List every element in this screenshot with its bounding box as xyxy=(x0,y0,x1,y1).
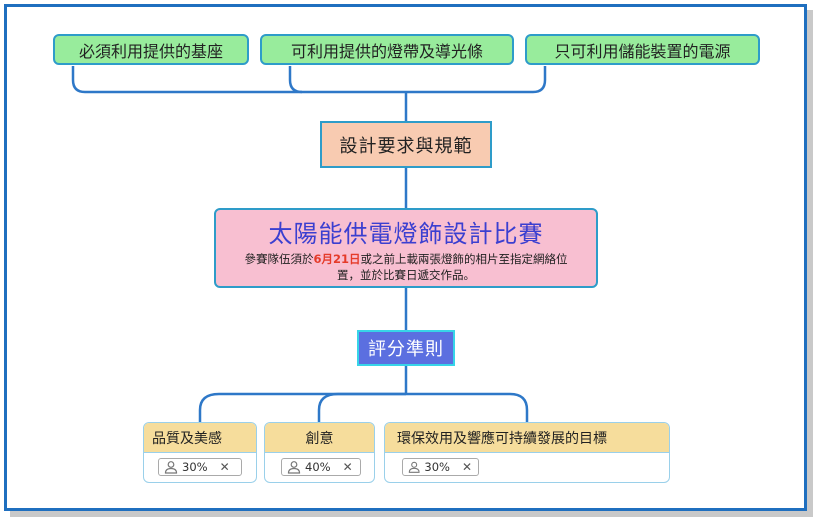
criterion-header: 環保效用及響應可持續發展的目標 xyxy=(385,423,669,453)
scoring-box[interactable]: 評分準則 xyxy=(357,330,455,366)
criterion-card-3[interactable]: 環保效用及響應可持續發展的目標 30% ✕ xyxy=(384,422,670,483)
weight-value: 30% xyxy=(424,460,450,474)
central-topic[interactable]: 太陽能供電燈飾設計比賽 參賽隊伍須於6月21日或之前上載兩張燈飾的相片至指定網絡… xyxy=(214,208,598,288)
close-icon[interactable]: ✕ xyxy=(219,460,230,474)
weight-tag[interactable]: 40% ✕ xyxy=(281,458,361,476)
deadline-date: 6月21日 xyxy=(313,251,361,266)
central-description: 參賽隊伍須於6月21日或之前上載兩張燈飾的相片至指定網絡位置，並於比賽日遞交作品… xyxy=(236,251,576,283)
weight-tag[interactable]: 30% ✕ xyxy=(158,458,242,476)
criterion-header: 創意 xyxy=(265,423,374,453)
person-icon xyxy=(408,461,420,473)
connector-req-3 xyxy=(406,66,547,94)
criterion-label: 環保效用及響應可持續發展的目標 xyxy=(397,430,607,447)
criterion-card-2[interactable]: 創意 40% ✕ xyxy=(264,422,375,483)
weight-tag[interactable]: 30% ✕ xyxy=(402,458,479,476)
spec-box[interactable]: 設計要求與規範 xyxy=(320,121,492,168)
scoring-label: 評分準則 xyxy=(368,339,444,360)
person-icon xyxy=(164,461,178,474)
close-icon[interactable]: ✕ xyxy=(461,460,472,474)
requirement-box-2[interactable]: 可利用提供的燈帶及導光條 xyxy=(260,34,514,65)
weight-value: 40% xyxy=(305,460,331,474)
connector-req-2 xyxy=(288,66,303,94)
central-title: 太陽能供電燈飾設計比賽 xyxy=(268,219,544,248)
connector-crit-2 xyxy=(317,392,406,422)
requirement-box-1[interactable]: 必須利用提供的基座 xyxy=(53,34,249,65)
requirement-label: 只可利用儲能裝置的電源 xyxy=(554,41,731,61)
desc-pre: 參賽隊伍須於 xyxy=(244,251,314,266)
criterion-header: 品質及美感 xyxy=(144,423,256,453)
connector-crit-3 xyxy=(406,392,529,422)
criterion-label: 創意 xyxy=(305,430,334,447)
spec-label: 設計要求與規範 xyxy=(339,135,473,157)
connector-req-1 xyxy=(71,66,406,94)
connector-crit-1 xyxy=(198,392,406,422)
person-icon xyxy=(287,461,301,474)
requirement-label: 可利用提供的燈帶及導光條 xyxy=(290,41,483,61)
desc-post: 或之前上載兩張燈飾的相片至指定網絡位置，並於比賽日遞交作品。 xyxy=(337,251,568,282)
criterion-card-1[interactable]: 品質及美感 30% ✕ xyxy=(143,422,257,483)
requirement-label: 必須利用提供的基座 xyxy=(78,41,223,61)
requirement-box-3[interactable]: 只可利用儲能裝置的電源 xyxy=(525,34,760,65)
weight-value: 30% xyxy=(182,460,208,474)
criterion-label: 品質及美感 xyxy=(152,430,222,447)
close-icon[interactable]: ✕ xyxy=(342,460,353,474)
